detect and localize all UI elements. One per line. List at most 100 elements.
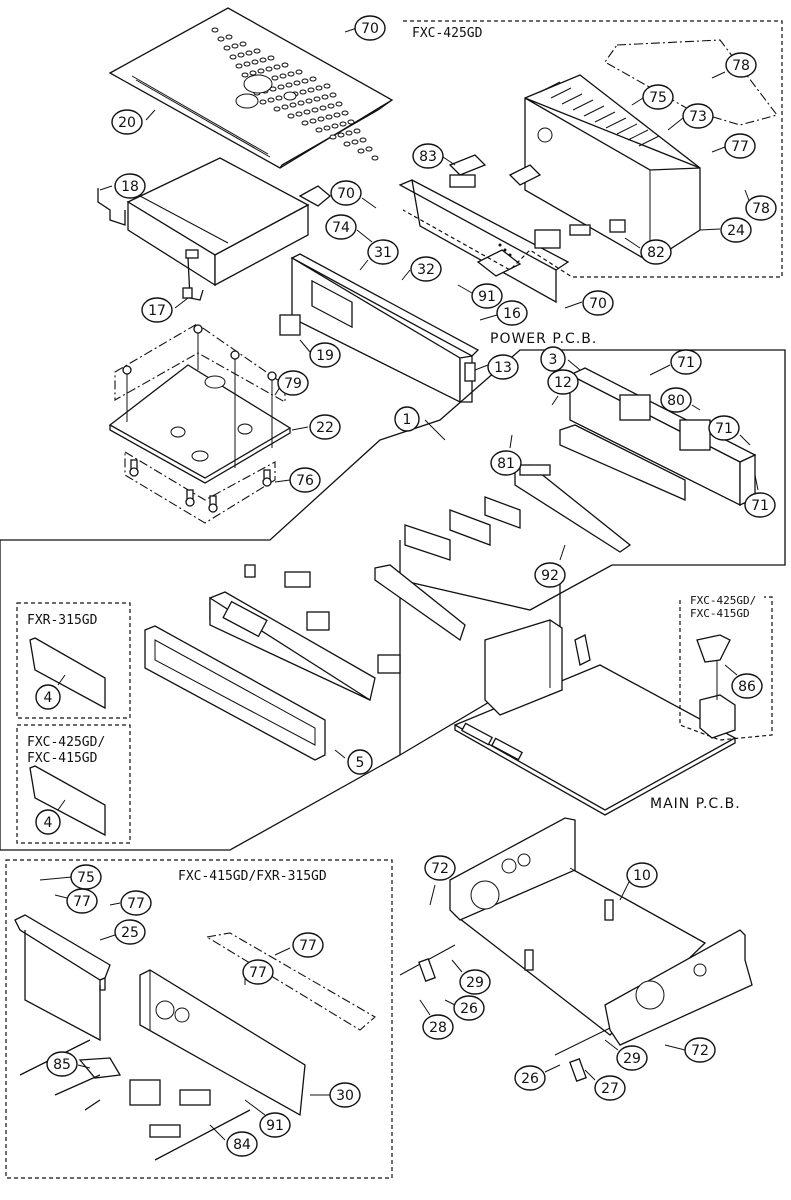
vent-hole [365,146,373,152]
part-callout-85: 85 [46,1051,91,1077]
vent-hole [239,41,247,47]
vent-hole [359,137,367,143]
heatsink-fin [572,99,594,111]
vent-hole [313,96,321,102]
part-callout-1: 1 [394,406,446,441]
part-callout-72: 72 [424,855,456,906]
vent-hole [295,111,303,117]
part-callout-24: 24 [699,217,752,243]
part-callout-82: 82 [624,237,672,265]
leader-line [244,1099,266,1116]
callout-number: 76 [296,473,314,489]
callout-circle [309,414,341,440]
part-callout-3: 3 [540,346,581,372]
callout-number: 81 [497,456,515,472]
leader-line [299,339,311,353]
fxc-415gd-fxr-315gd-subassembly [5,859,393,1179]
heatsink-fin [594,111,616,123]
callout-circle [114,173,146,199]
vent-hole [329,92,337,98]
vent-hole [353,128,361,134]
vent-hole [343,141,351,147]
part-callout-91: 91 [244,1099,291,1138]
callout-circle [141,297,173,323]
callout-circle [682,103,714,129]
vent-hole [331,123,339,129]
part-callout-73: 73 [667,103,714,131]
callout-number: 85 [53,1057,71,1073]
leader-line [419,999,431,1016]
vent-hole [229,54,237,60]
leader-line [649,364,671,376]
leader-line [361,197,377,209]
leader-line [57,799,66,811]
leader-line [39,876,73,881]
vent-hole [319,105,327,111]
part-callout-27: 27 [584,1069,626,1101]
part-callout-30: 30 [310,1082,361,1108]
vent-hole [253,48,261,54]
vent-hole [277,84,285,90]
callout-circle [684,1037,716,1063]
vent-hole [259,99,267,105]
part-callout-77: 77 [242,959,274,985]
callout-circle [487,354,519,380]
vent-hole [287,71,295,77]
leader-line [209,1124,226,1141]
leader-line [429,884,436,906]
part-callout-29: 29 [604,1039,648,1071]
vent-hole [295,69,303,75]
cd-mechanism-part [97,157,310,301]
label-power-pcb: POWER P.C.B. [490,331,597,347]
part-callout-84: 84 [209,1124,258,1157]
callout-number: 71 [715,421,733,437]
vent-hole [249,70,257,76]
vent-hole [265,66,273,72]
leader-line [711,146,726,153]
leader-line [99,934,116,941]
leader-line [474,364,489,371]
vent-hole [315,85,323,91]
vent-hole [339,121,347,127]
callout-number: 77 [249,965,267,981]
vent-hole [335,101,343,107]
leader-line [711,71,726,79]
callout-circle [35,684,61,710]
callout-circle [660,387,692,413]
vent-hole [289,102,297,108]
front-bracket-part [279,253,480,404]
callout-circle [410,256,442,282]
vent-hole [271,75,279,81]
leader-line [739,434,751,446]
callout-number: 77 [73,894,91,910]
part-callout-77: 77 [711,133,756,159]
vent-hole [257,68,265,74]
vent-hole [323,125,331,131]
vent-hole [357,148,365,154]
part-callout-92: 92 [534,544,566,588]
callout-number: 22 [316,420,334,436]
leader-line [291,426,309,431]
label-fxc-415gd-fxr-315gd: FXC-415GD/FXR-315GD [178,869,327,884]
leader-line [699,228,721,231]
part-callout-26: 26 [444,995,485,1021]
vent-hole [281,104,289,110]
callout-number: 70 [337,186,355,202]
part-callout-32: 32 [401,256,442,282]
callout-circle [259,1112,291,1138]
callout-number: 27 [601,1081,619,1097]
part-callout-10: 10 [619,862,658,901]
part-callout-74: 74 [325,214,373,243]
leader-line [57,674,66,686]
part-callout-78: 78 [744,189,777,221]
fxc-425gd-415gd-panel-box [16,724,131,844]
power-pcb-part [298,179,570,304]
part-callout-91: 91 [457,283,503,309]
callout-number: 25 [121,925,139,941]
vent-hole [259,57,267,63]
top-cover-part [108,7,394,169]
callout-circle [114,919,146,945]
callout-circle [289,467,321,493]
sub-pcb-part [514,424,686,553]
vent-hole [333,112,341,118]
